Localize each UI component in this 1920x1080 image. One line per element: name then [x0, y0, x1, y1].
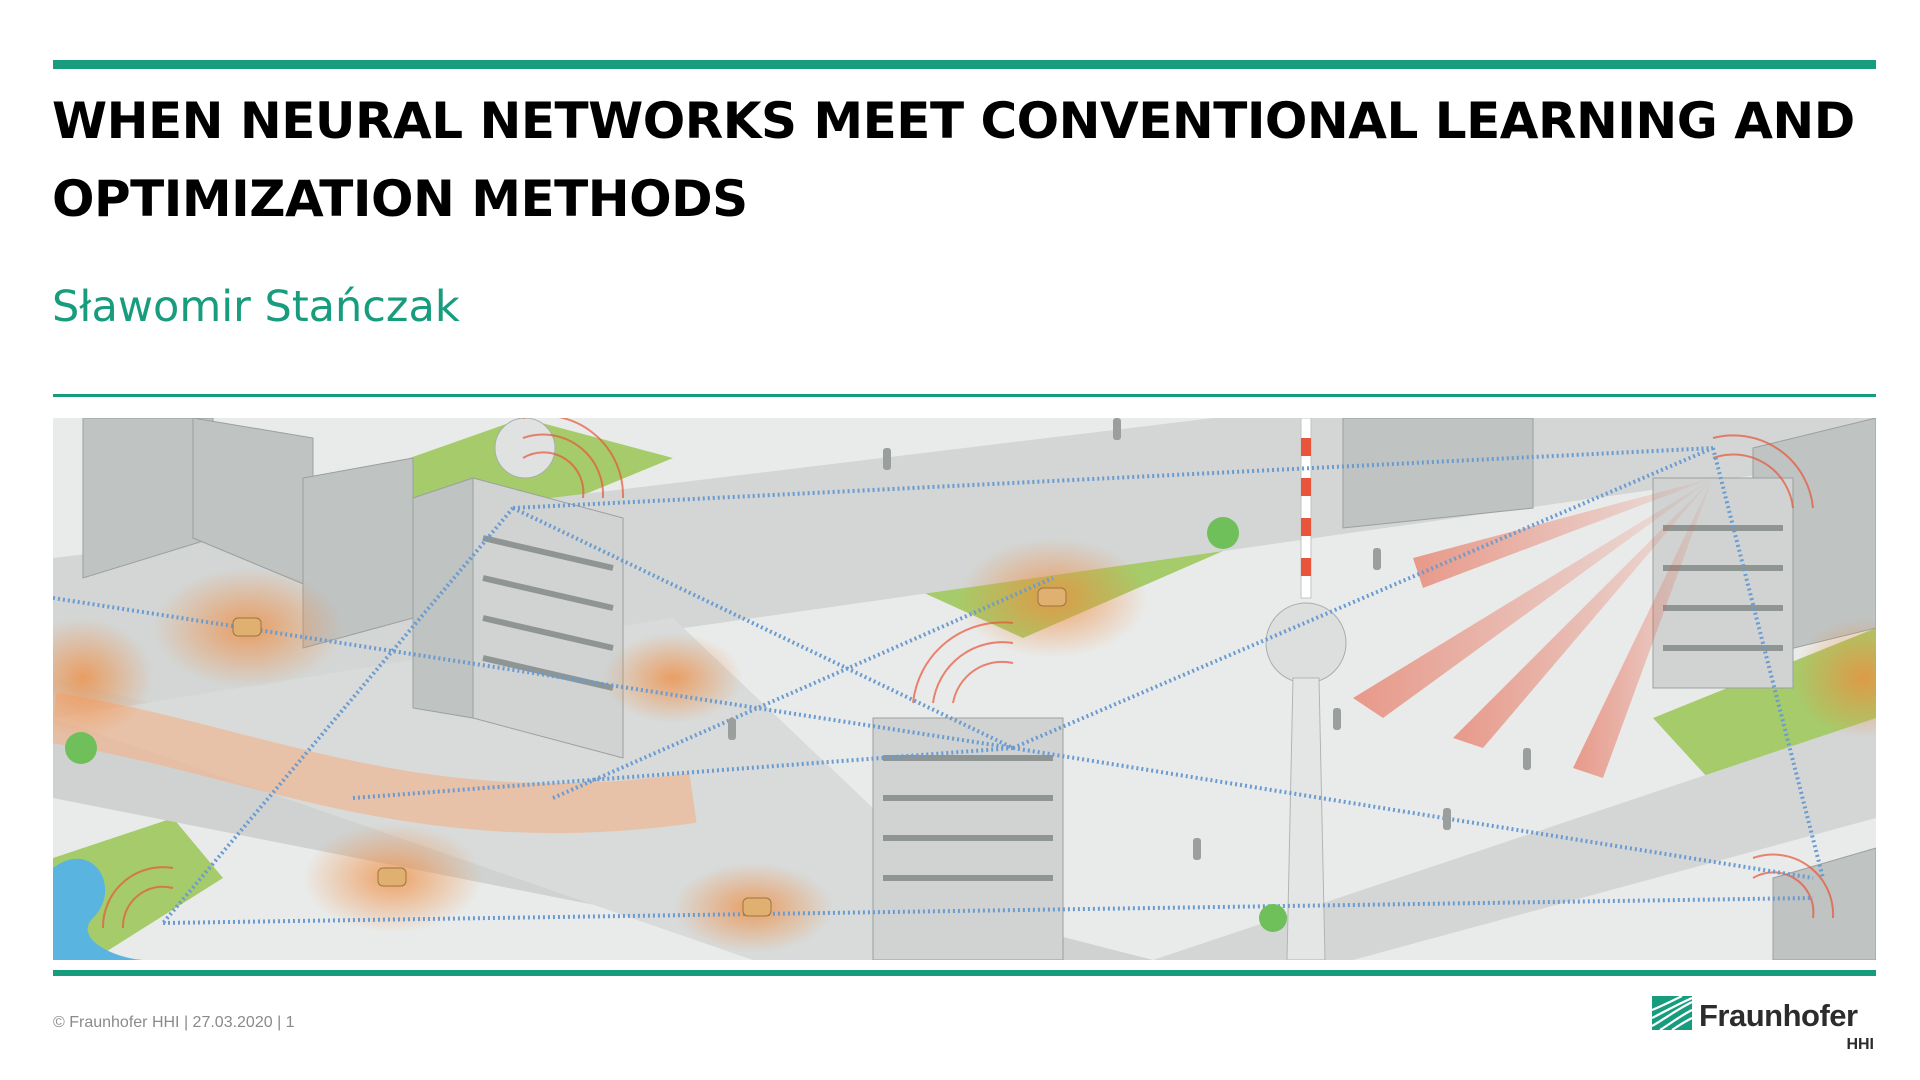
logo-unit: HHI [1846, 1036, 1874, 1053]
logo-brand: Fraunhofer [1699, 998, 1858, 1033]
slide-title: WHEN NEURAL NETWORKS MEET CONVENTIONAL L… [52, 92, 1855, 228]
footer-text: © Fraunhofer HHI | 27.03.2020 | 1 [53, 1014, 295, 1031]
bottom-accent-bar [53, 970, 1876, 976]
middle-divider [53, 394, 1876, 397]
fraunhofer-logo-mark-icon [1652, 996, 1692, 1030]
smart-city-network-illustration [53, 418, 1876, 960]
top-accent-bar [53, 60, 1876, 69]
fraunhofer-logo: Fraunhofer HHI [1652, 996, 1882, 1060]
author-name: Sławomir Stańczak [52, 282, 460, 332]
